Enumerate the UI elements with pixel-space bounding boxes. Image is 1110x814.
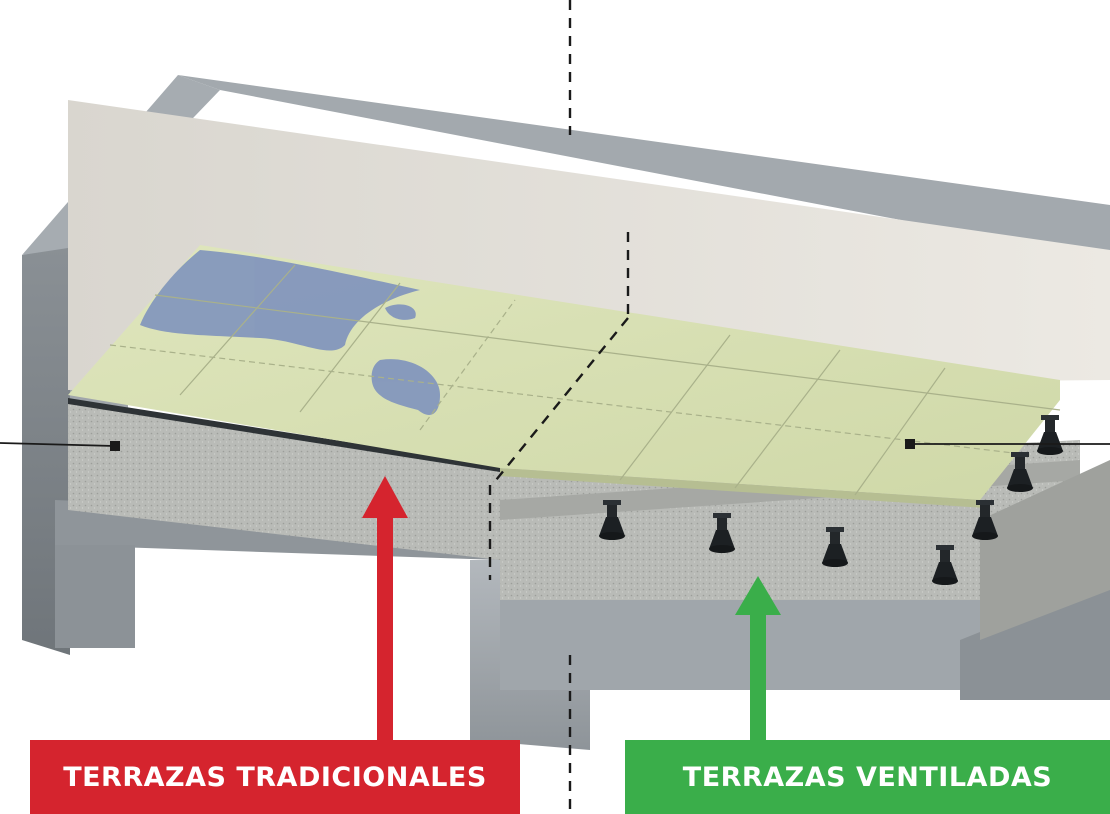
section-divider-lines <box>488 0 630 814</box>
water-stains <box>140 250 440 415</box>
label-terrazas-tradicionales: TERRAZAS TRADICIONALES <box>30 740 520 814</box>
arrow-up-red <box>362 476 408 745</box>
leader-marker-right <box>905 439 915 449</box>
tile-joints <box>109 264 1061 496</box>
arrow-up-green <box>735 576 781 745</box>
leader-marker-left <box>110 441 120 451</box>
label-terrazas-ventiladas: TERRAZAS VENTILADAS <box>625 740 1110 814</box>
leader-lines <box>0 442 1110 447</box>
